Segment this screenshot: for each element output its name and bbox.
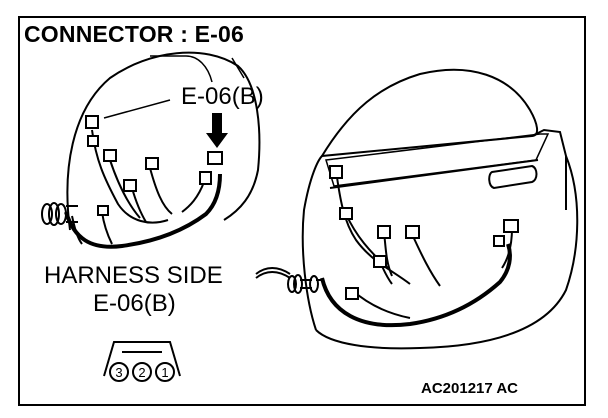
left-door-panel (66, 51, 261, 231)
left-door-connectors (85, 115, 223, 216)
diagram-title: CONNECTOR : E-06 (24, 21, 245, 47)
pin-label: 1 (161, 365, 168, 380)
harness-side-connector-id: E-06(B) (93, 290, 176, 317)
right-door-harness (320, 169, 513, 328)
connector-arrow-icon (206, 113, 228, 148)
harness-side-heading: HARNESS SIDE (44, 262, 223, 289)
connector-callout-label: E-06(B) (181, 83, 264, 110)
pin-label: 3 (115, 365, 122, 380)
harness-connector-face (103, 341, 181, 382)
left-door-harness (64, 129, 222, 249)
right-door-connectors (329, 165, 519, 300)
right-external-wire (255, 267, 322, 294)
left-grommet (41, 202, 78, 226)
diagram-frame (18, 16, 586, 406)
right-door-panel (301, 68, 579, 350)
pin-label: 2 (138, 365, 145, 380)
connector-pin-labels: 3 2 1 (115, 365, 168, 380)
figure-code: AC201217 AC (421, 380, 518, 397)
callout-leader (103, 99, 171, 119)
